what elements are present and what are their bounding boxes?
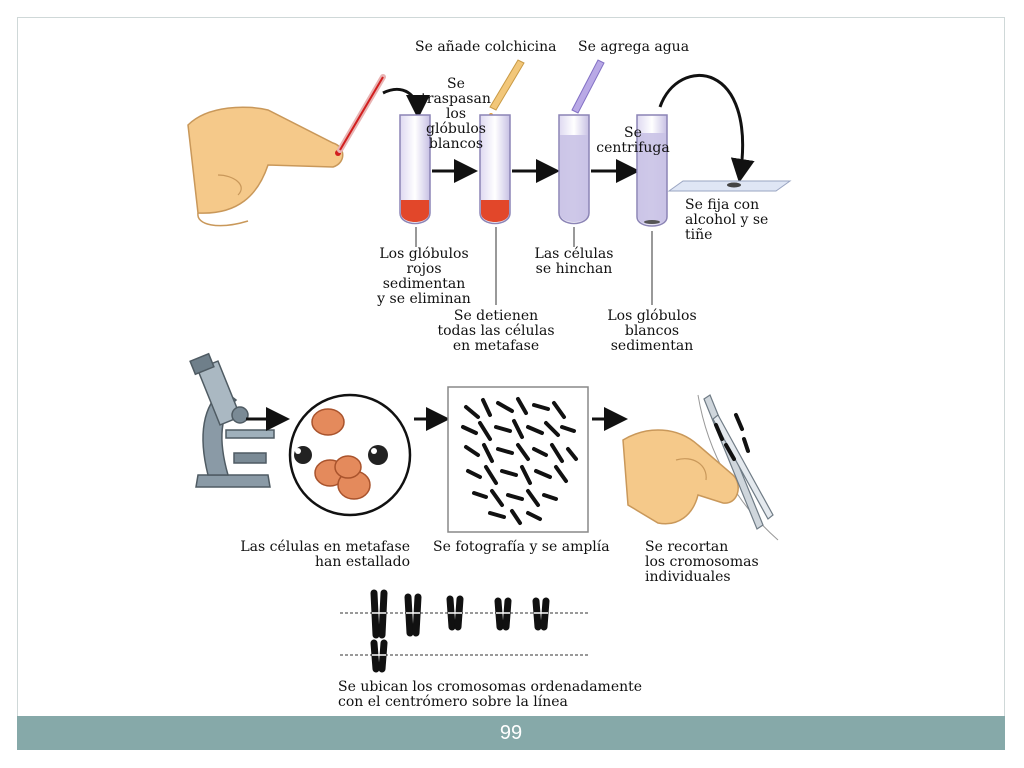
caption-cut-chromosomes: Se recortan los cromosomas individuales xyxy=(645,539,759,585)
caption-red-cells-sediment: Los glóbulos rojos sedimentan y se elimi… xyxy=(377,246,471,307)
capillary-pipette xyxy=(337,74,386,153)
figure-artwork xyxy=(187,59,792,673)
caption-arrange-chromosomes: Se ubican los cromosomas ordenadamente c… xyxy=(338,679,643,710)
caption-cells-stop-metaphase: Se detienen todas las células en metafas… xyxy=(437,308,555,354)
finger-illustration xyxy=(187,106,344,227)
test-tube-2 xyxy=(479,114,511,225)
karyotype-procedure-figure: Se añade colchicina Se agrega agua Se tr… xyxy=(178,35,800,718)
caption-fix-and-stain: Se fija con alcohol y se tiñe xyxy=(685,198,769,243)
caption-photograph-enlarge: Se fotografía y se amplía xyxy=(433,539,610,555)
caption-colchicine-added: Se añade colchicina xyxy=(415,39,557,55)
test-tube-1 xyxy=(399,114,431,225)
arrow-to-tube-1 xyxy=(382,87,430,119)
caption-centrifuge: Se centrifuga xyxy=(596,125,670,156)
caption-cells-burst: Las células en metafase han estallado xyxy=(240,539,410,570)
test-tube-4 xyxy=(636,114,668,227)
chromosome-photograph xyxy=(447,386,589,533)
page-number: 99 xyxy=(499,722,523,744)
test-tube-3 xyxy=(558,114,590,225)
karyotype-arrangement xyxy=(340,589,588,673)
caption-cells-swell: Las células se hinchan xyxy=(534,246,614,277)
microscope-illustration xyxy=(189,352,275,488)
caption-white-cells-transferred: Se traspasan los glóbulos blancos xyxy=(421,76,491,152)
water-pipette xyxy=(571,59,605,114)
caption-white-cells-sediment: Los glóbulos blancos sedimentan xyxy=(607,308,697,354)
microscope-slide xyxy=(667,180,792,192)
microscope-view-circle xyxy=(288,393,412,517)
hand-cutting-illustration xyxy=(622,394,779,541)
arrow-tube4-to-slide xyxy=(658,73,755,183)
caption-water-added: Se agrega agua xyxy=(578,39,690,55)
footer-bar: 99 xyxy=(17,716,1005,750)
